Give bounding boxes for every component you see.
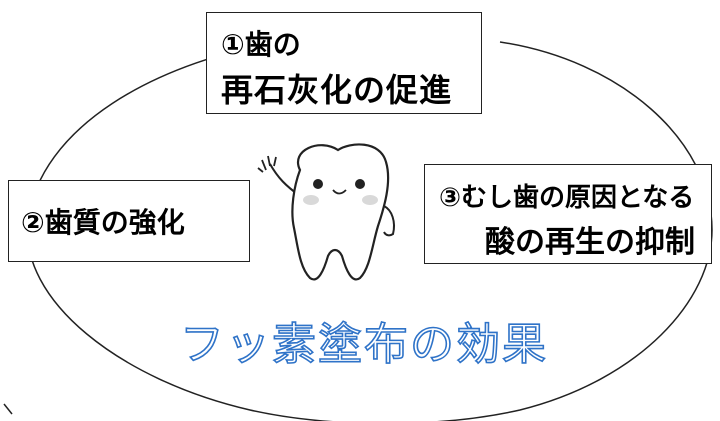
effect-2-line-1: ②歯質の強化 (21, 206, 185, 239)
effect-3-line-2: 酸の再生の抑制 (485, 225, 695, 260)
diagram-title: フッ素塗布の効果 (179, 318, 548, 371)
effect-box-strengthening: ②歯質の強化 (8, 180, 250, 262)
effect-box-remineralization: ①歯の 再石灰化の促進 (206, 12, 482, 114)
effect-1-line-2: 再石灰化の促進 (221, 71, 453, 109)
tooth-character-icon (257, 143, 395, 281)
effect-3-line-1: ③むし歯の原因となる (439, 183, 695, 213)
corner-tick (3, 403, 13, 415)
effect-1-line-1: ①歯の (221, 28, 301, 61)
effect-box-acid-suppression: ③むし歯の原因となる 酸の再生の抑制 (424, 164, 712, 264)
